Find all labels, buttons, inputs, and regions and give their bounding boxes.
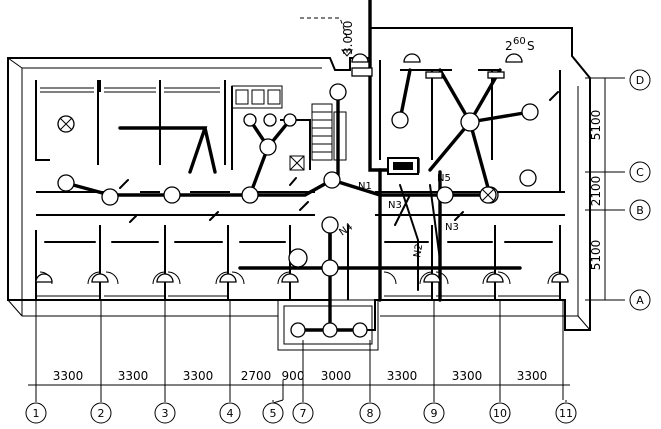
toilet-cubicle bbox=[251, 89, 265, 105]
inner-wall-line bbox=[21, 67, 579, 317]
lamp-fitting bbox=[425, 71, 443, 79]
circuit-label-n3-right: N3 bbox=[445, 222, 459, 233]
ceiling-lamp-half bbox=[351, 53, 523, 63]
lamp-fitting bbox=[487, 71, 505, 79]
grid-extension bbox=[35, 300, 564, 380]
dimension-label: 3300 bbox=[53, 369, 84, 383]
entrance-circuit bbox=[296, 223, 362, 332]
circuit-label-n5: N5 bbox=[437, 173, 451, 184]
grid-axis-bubble bbox=[629, 69, 651, 91]
grid-axis-bubble bbox=[555, 402, 577, 424]
switch-marker bbox=[119, 91, 559, 223]
vertical-dimensions: 5100 2100 5100 bbox=[589, 110, 603, 271]
grid-axis-bubble bbox=[359, 402, 381, 424]
vertical-grid-axes: D C B A bbox=[629, 69, 651, 311]
grid-axis-bubble bbox=[629, 289, 651, 311]
lamp-spec-power: 60 bbox=[513, 36, 526, 47]
distribution-board-core bbox=[393, 162, 413, 170]
circuit-label-n1: N1 bbox=[358, 181, 372, 192]
entrance-porch-inner bbox=[283, 305, 373, 345]
grid-axis-label: 10 bbox=[493, 407, 507, 420]
lamp-group bbox=[57, 83, 539, 338]
toilet-wall bbox=[231, 86, 311, 170]
grid-axis-label: 2 bbox=[98, 407, 105, 420]
stair-treads bbox=[312, 111, 332, 153]
grid-axis-bubble bbox=[154, 402, 176, 424]
dimension-label: 3300 bbox=[452, 369, 483, 383]
dimension-ticks bbox=[35, 380, 564, 400]
exhaust-fan-icon bbox=[59, 117, 73, 131]
dimension-label: 3300 bbox=[517, 369, 548, 383]
grid-axis-label: A bbox=[636, 294, 644, 307]
grid-axis-label: 1 bbox=[33, 407, 40, 420]
dimension-label: 3300 bbox=[387, 369, 418, 383]
dimension-label: 3300 bbox=[118, 369, 149, 383]
dimension-label-vertical: 5100 bbox=[589, 110, 603, 141]
grid-axis-bubble bbox=[489, 402, 511, 424]
shaft-cross bbox=[289, 155, 305, 171]
grid-axis-label: 4 bbox=[227, 407, 234, 420]
horizontal-dimensions: 3300 3300 3300 2700 900 3000 3300 3300 3300 bbox=[53, 369, 548, 383]
toilet-cubicle bbox=[267, 89, 281, 105]
grid-axis-bubble bbox=[423, 402, 445, 424]
toilet-circuit bbox=[248, 118, 292, 197]
stair bbox=[311, 103, 333, 161]
circuit-label-n4: N4 bbox=[337, 222, 355, 239]
grid-axis-bubble bbox=[629, 161, 651, 183]
shaft bbox=[289, 155, 305, 171]
grid-axis-label: 5 bbox=[270, 407, 277, 420]
north-partition-detail bbox=[40, 87, 220, 93]
grid-axis-bubble bbox=[629, 199, 651, 221]
grid-axis-label: 3 bbox=[162, 407, 169, 420]
grid-axis-label: C bbox=[636, 166, 644, 179]
stair-landing bbox=[333, 111, 347, 161]
room-circuit bbox=[118, 126, 217, 174]
ne-circuit bbox=[398, 68, 532, 197]
elevation-triangle bbox=[340, 49, 354, 57]
dimension-label-vertical: 2100 bbox=[589, 176, 603, 207]
dimension-label-vertical: 5100 bbox=[589, 240, 603, 271]
grid-axis-bubble bbox=[25, 402, 47, 424]
corridor-circuit-north bbox=[64, 178, 492, 197]
grid-axis-label: 7 bbox=[300, 407, 307, 420]
dimension-label: 900 bbox=[282, 369, 305, 383]
feeder-wire bbox=[368, 0, 420, 174]
door-swing bbox=[39, 271, 561, 285]
entrance-porch bbox=[277, 299, 379, 351]
grid-axis-bubble bbox=[219, 402, 241, 424]
ne-partition bbox=[379, 60, 561, 192]
circuit-label-n2: N2 bbox=[412, 243, 425, 259]
dimension-ticks-vertical bbox=[585, 77, 625, 301]
grid-axis-label: 8 bbox=[367, 407, 374, 420]
grid-axis-label: D bbox=[636, 74, 644, 87]
grid-axis-label: 9 bbox=[431, 407, 438, 420]
toilet-block bbox=[231, 85, 283, 109]
north-partition bbox=[35, 80, 226, 165]
lamp-spec-count: 2 bbox=[505, 39, 513, 53]
lamp-fitting bbox=[351, 67, 373, 77]
dimension-label: 2700 bbox=[241, 369, 272, 383]
wall-lamp bbox=[35, 273, 569, 283]
grid-axis-bubble bbox=[292, 402, 314, 424]
horizontal-grid-axes: 1 2 3 4 5 7 8 9 10 11 bbox=[25, 399, 577, 424]
grid-axis-label: B bbox=[636, 204, 644, 217]
grid-axis-bubble bbox=[90, 402, 112, 424]
dimension-label: 3000 bbox=[321, 369, 352, 383]
wall-corner-line bbox=[7, 57, 591, 331]
elevation-label: 3.000 bbox=[341, 21, 355, 55]
circuit-label-n3-left: N3 bbox=[388, 200, 402, 211]
corridor-wall bbox=[36, 191, 565, 216]
dimension-label: 3300 bbox=[183, 369, 214, 383]
lamp-spec-suffix: S bbox=[527, 39, 535, 53]
fan-cross-icon bbox=[481, 188, 495, 202]
toilet-cubicle bbox=[235, 89, 249, 105]
grid-axis-label: 11 bbox=[559, 407, 573, 420]
